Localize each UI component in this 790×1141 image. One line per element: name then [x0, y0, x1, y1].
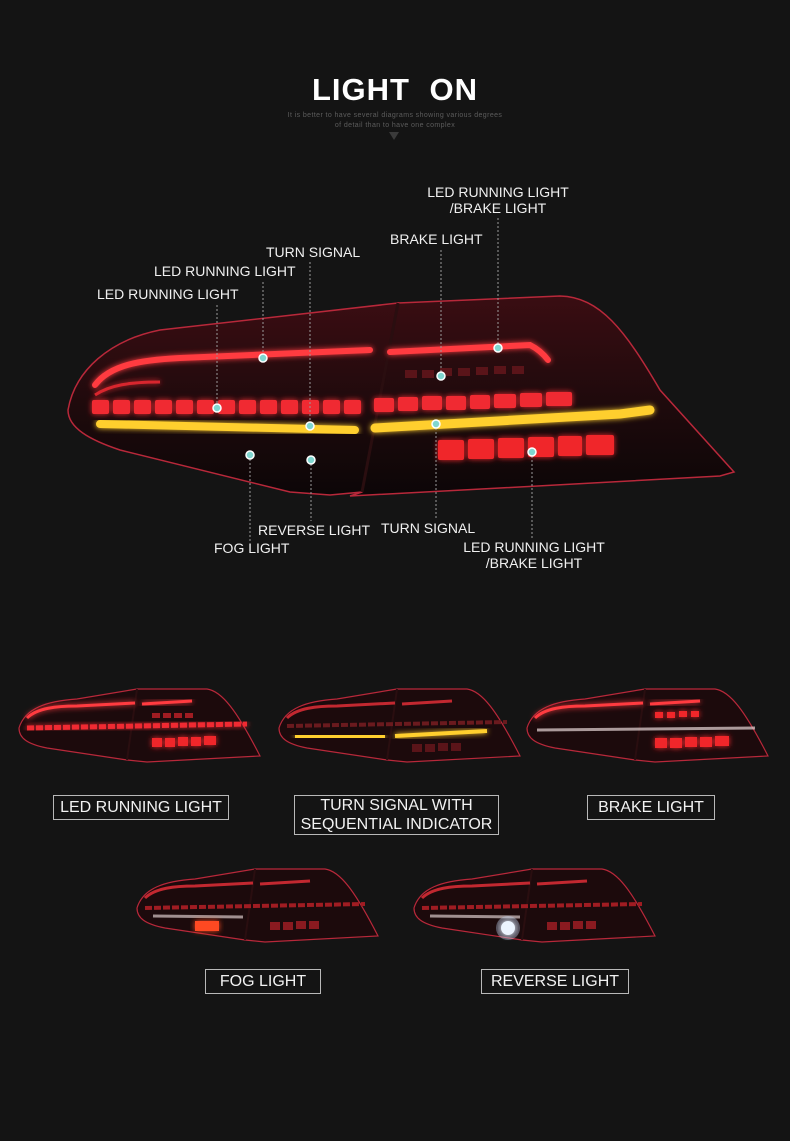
mode-thumb-turn-signal: [278, 688, 521, 763]
left-lamp-housing: [67, 302, 399, 496]
mode-thumb-led-running: [18, 688, 261, 763]
callout-dots: [212, 343, 537, 465]
subtitle-line-1: It is better to have several diagrams sh…: [287, 112, 503, 119]
down-arrow-icon: [389, 132, 399, 140]
brake-segments: [438, 435, 614, 460]
right-turn-bar: [370, 405, 655, 433]
right-upper-light-bar: [387, 341, 551, 363]
callout-text: /BRAKE LIGHT: [449, 200, 547, 216]
callout-turn-signal-bottom: TURN SIGNAL: [381, 520, 476, 536]
left-led-segments: [92, 400, 361, 414]
callout-text: LED RUNNING LIGHT: [427, 184, 569, 200]
mode-label-brake: BRAKE LIGHT: [587, 795, 715, 820]
mode-label-led-running: LED RUNNING LIGHT: [53, 795, 229, 820]
callout-text: LED RUNNING LIGHT: [463, 539, 605, 555]
callout-text: /BRAKE LIGHT: [485, 555, 583, 571]
mode-label-fog: FOG LIGHT: [205, 969, 321, 994]
callout-brake-light: BRAKE LIGHT: [390, 231, 483, 247]
right-led-segments: [374, 392, 572, 412]
callout-fog-light: FOG LIGHT: [214, 540, 290, 556]
subtitle-line-2: of detail than to have one complex: [334, 122, 456, 129]
mode-label-text: SEQUENTIAL INDICATOR: [300, 816, 493, 833]
callout-turn-signal-top: TURN SIGNAL: [266, 244, 361, 260]
callout-led-running-1: LED RUNNING LIGHT: [97, 286, 239, 302]
mode-thumb-brake: [526, 688, 769, 763]
callout-led-running-brake-bottom: LED RUNNING LIGHT /BRAKE LIGHT: [455, 539, 613, 571]
main-taillight-diagram: [67, 218, 736, 541]
page-title: LIGHT ON: [311, 72, 479, 107]
callout-led-running-brake-top: LED RUNNING LIGHT /BRAKE LIGHT: [418, 184, 578, 216]
callout-led-running-2: LED RUNNING LIGHT: [154, 263, 296, 279]
callout-reverse-light: REVERSE LIGHT: [258, 522, 371, 538]
mode-label-text: TURN SIGNAL WITH: [320, 797, 473, 814]
mode-thumb-fog: [136, 868, 379, 943]
mode-label-reverse: REVERSE LIGHT: [481, 969, 629, 994]
left-upper-light-bar: [92, 347, 373, 388]
mode-label-turn-signal: TURN SIGNAL WITH SEQUENTIAL INDICATOR: [294, 795, 499, 835]
mode-thumb-reverse: [413, 868, 656, 943]
